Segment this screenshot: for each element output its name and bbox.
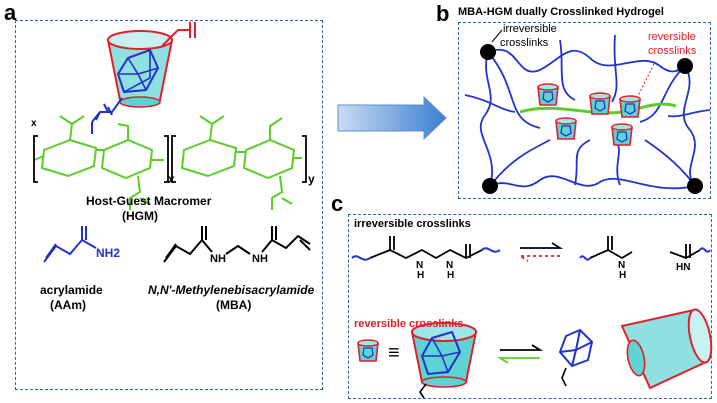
equilibrium-arrows-2 xyxy=(496,344,544,364)
c-n-left: N xyxy=(416,260,424,271)
equilibrium-arrows-1 xyxy=(516,242,564,262)
mba-nh-left: NH xyxy=(210,253,226,265)
reversible-label-line2: crosslinks xyxy=(648,45,697,57)
c-hn-fragment: HN xyxy=(676,262,691,273)
irreversible-label-line1: irreversible xyxy=(503,23,557,35)
reversible-label-line1: reversible xyxy=(648,31,696,43)
panel-a-box xyxy=(15,20,323,390)
hgm-cyclodextrin-cup xyxy=(91,22,196,134)
c-h-left: H xyxy=(417,270,425,281)
panel-label-b: b xyxy=(436,1,450,26)
irreversible-pointer xyxy=(491,29,503,43)
c-h-right: H xyxy=(447,270,455,281)
panel-label-a: a xyxy=(4,0,17,25)
adamantane-free xyxy=(558,328,594,387)
mba-caption-line2: (MBA) xyxy=(216,298,252,312)
reversible-section-title: reversible crosslinks xyxy=(354,318,464,330)
repeat-subscript-x: x xyxy=(168,172,175,186)
mba-caption-line1: N,N'-Methylenebisacrylamide xyxy=(148,283,315,297)
mba-crosslink-structure xyxy=(369,236,483,260)
amide-fragment-1 xyxy=(589,236,633,260)
irreversible-label-line2: crosslinks xyxy=(500,37,549,49)
reversible-complexes xyxy=(537,83,641,146)
repeat-subscript-y: y xyxy=(308,172,315,186)
acrylamide-structure xyxy=(43,226,97,263)
reaction-arrow xyxy=(337,95,447,141)
irreversible-nodes xyxy=(480,44,703,194)
aam-nh2-label: NH2 xyxy=(96,246,121,260)
panel-label-c: c xyxy=(331,191,344,216)
panel-c-box xyxy=(348,214,712,399)
c-n-fragment: N xyxy=(618,260,626,271)
mba-structure xyxy=(163,226,311,263)
irreversible-section-title: irreversible crosslinks xyxy=(354,218,471,230)
hgm-caption-line2: (HGM) xyxy=(122,209,158,223)
amide-fragment-2 xyxy=(669,244,701,259)
hyaluronan-backbone xyxy=(33,115,302,210)
mini-complex-icon xyxy=(357,339,379,362)
aam-caption-line2: (AAm) xyxy=(50,298,86,312)
host-guest-complex-large xyxy=(410,322,478,399)
panel-b-title: MBA-HGM dually Crosslinked Hydrogel xyxy=(458,6,664,18)
cyclodextrin-free xyxy=(620,308,713,390)
repeat-brackets xyxy=(33,135,307,183)
hgm-caption-line1: Host-Guest Macromer xyxy=(86,194,212,208)
reversible-pointer xyxy=(637,63,655,97)
hgm-structure-label-x: x xyxy=(31,118,37,129)
c-h-fragment: H xyxy=(619,270,627,281)
equivalence-symbol: ≡ xyxy=(388,342,400,364)
mba-nh-right: NH xyxy=(252,253,268,265)
aam-caption-line1: acrylamide xyxy=(40,283,103,297)
panel-b-box xyxy=(458,22,711,199)
c-n-right: N xyxy=(446,260,454,271)
